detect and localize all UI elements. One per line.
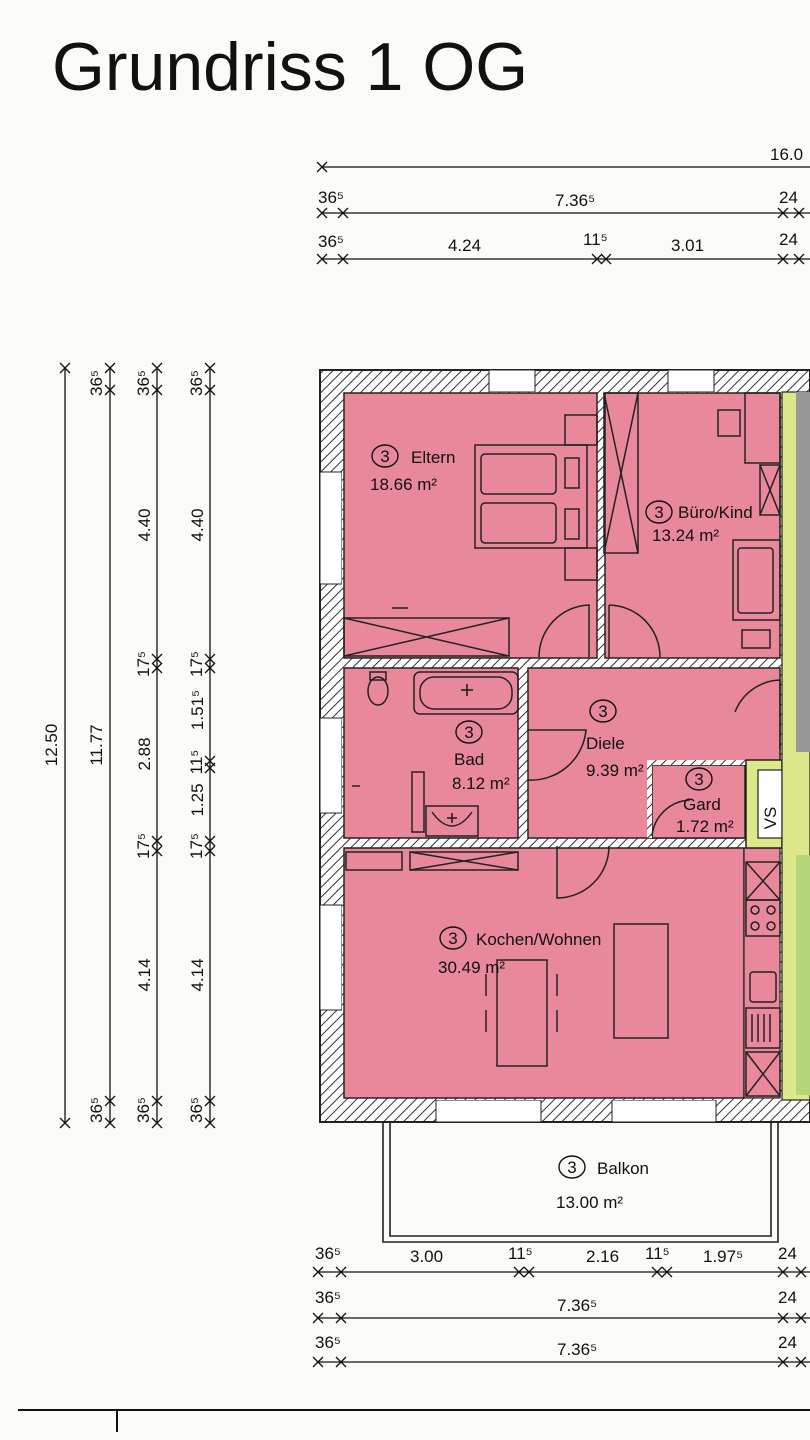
vs-label: VS: [761, 807, 780, 830]
dim-label: 36⁵: [87, 370, 106, 396]
shaft-label: VS: [761, 807, 780, 830]
dim-label: 1.25: [188, 783, 207, 816]
room-area: 13.24 m²: [652, 526, 719, 545]
dimension-bottom: [312, 1266, 810, 1368]
room-area: 1.72 m²: [676, 817, 734, 836]
room-label-balkon: 3 Balkon 13.00 m²: [556, 1155, 649, 1212]
dim-label: 11⁵: [508, 1244, 533, 1263]
room-name: Bad: [454, 750, 484, 769]
dim-label: 36⁵: [134, 1097, 153, 1123]
dim-label: 36⁵: [134, 370, 153, 396]
dim-label: 4.14: [188, 958, 207, 991]
room-number: 3: [464, 723, 473, 742]
room-label-kochen-wohnen: 3 Kochen/Wohnen 30.49 m²: [438, 926, 601, 977]
dim-label: 1.97⁵: [703, 1247, 743, 1266]
dim-label: 36⁵: [187, 370, 206, 396]
dimension-top: [316, 161, 810, 265]
page-title: Grundriss 1 OG: [52, 29, 528, 105]
dim-label: 36⁵: [187, 1097, 206, 1123]
room-area: 18.66 m²: [370, 475, 437, 494]
dim-label: 17⁵: [187, 833, 206, 859]
room-number: 3: [598, 702, 607, 721]
room-area: 13.00 m²: [556, 1193, 623, 1212]
dim-label: 2.16: [586, 1247, 619, 1266]
room-eltern: [343, 392, 598, 659]
room-name: Gard: [683, 795, 721, 814]
building: [319, 369, 810, 1243]
room-area: 8.12 m²: [452, 774, 510, 793]
footer-rule: [18, 1409, 810, 1432]
dim-label: 7.36⁵: [557, 1340, 597, 1359]
dimension-left: [59, 362, 216, 1129]
room-number: 3: [448, 929, 457, 948]
dim-label: 36⁵: [87, 1097, 106, 1123]
dim-label: 36⁵: [315, 1244, 341, 1263]
room-name: Kochen/Wohnen: [476, 930, 601, 949]
dim-label: 4.24: [448, 236, 481, 255]
dim-label: 36⁵: [318, 232, 344, 251]
dim-label: 36⁵: [318, 188, 344, 207]
room-buero: [604, 392, 781, 659]
room-label-eltern: 3 Eltern 18.66 m²: [370, 444, 455, 494]
room-bad: [343, 667, 519, 839]
room-label-bad: 3 Bad 8.12 m²: [452, 720, 510, 793]
room-number: 3: [654, 503, 663, 522]
room-number: 3: [380, 447, 389, 466]
dim-label: 4.40: [188, 508, 207, 541]
room-name: Balkon: [597, 1159, 649, 1178]
room-name: Diele: [586, 734, 625, 753]
room-label-buero: 3 Büro/Kind 13.24 m²: [645, 500, 753, 545]
dim-label: 24: [778, 1333, 797, 1352]
dim-label: 1.51⁵: [188, 690, 207, 730]
dim-label: 11⁵: [583, 230, 608, 249]
room-label-diele: 3 Diele 9.39 m²: [586, 699, 644, 780]
dimension-left-labels: 12.50 36⁵ 11.77 36⁵ 36⁵ 4.40 17⁵ 2.88 17…: [42, 370, 207, 1123]
dim-label: 24: [778, 1288, 797, 1307]
balcony: [382, 1122, 779, 1243]
room-area: 30.49 m²: [438, 958, 505, 977]
room-label-gard: 3 Gard 1.72 m²: [676, 767, 734, 836]
dim-label: 2.88: [135, 737, 154, 770]
dim-label: 24: [779, 188, 798, 207]
dim-total-height: 12.50: [42, 724, 61, 767]
dim-label: 4.14: [135, 958, 154, 991]
dim-label: 11⁵: [187, 750, 206, 775]
dim-label: 36⁵: [315, 1288, 341, 1307]
dim-label: 11⁵: [645, 1244, 670, 1263]
dim-label: 17⁵: [134, 833, 153, 859]
room-kochen-wohnen: [343, 847, 745, 1099]
dim-total-width: 16.0: [770, 145, 803, 164]
dim-label: 17⁵: [187, 651, 206, 677]
room-number: 3: [567, 1158, 576, 1177]
room-name: Büro/Kind: [678, 503, 753, 522]
room-area: 9.39 m²: [586, 761, 644, 780]
dim-label: 24: [779, 230, 798, 249]
dim-label: 3.00: [410, 1247, 443, 1266]
dim-label: 24: [778, 1244, 797, 1263]
room-name: Eltern: [411, 448, 455, 467]
dim-label: 36⁵: [315, 1333, 341, 1352]
room-number: 3: [694, 770, 703, 789]
dim-label: 17⁵: [134, 651, 153, 677]
dim-label: 3.01: [671, 236, 704, 255]
dim-label: 7.36⁵: [555, 191, 595, 210]
dim-label: 4.40: [135, 508, 154, 541]
dim-label: 11.77: [87, 724, 106, 765]
dim-label: 7.36⁵: [557, 1296, 597, 1315]
